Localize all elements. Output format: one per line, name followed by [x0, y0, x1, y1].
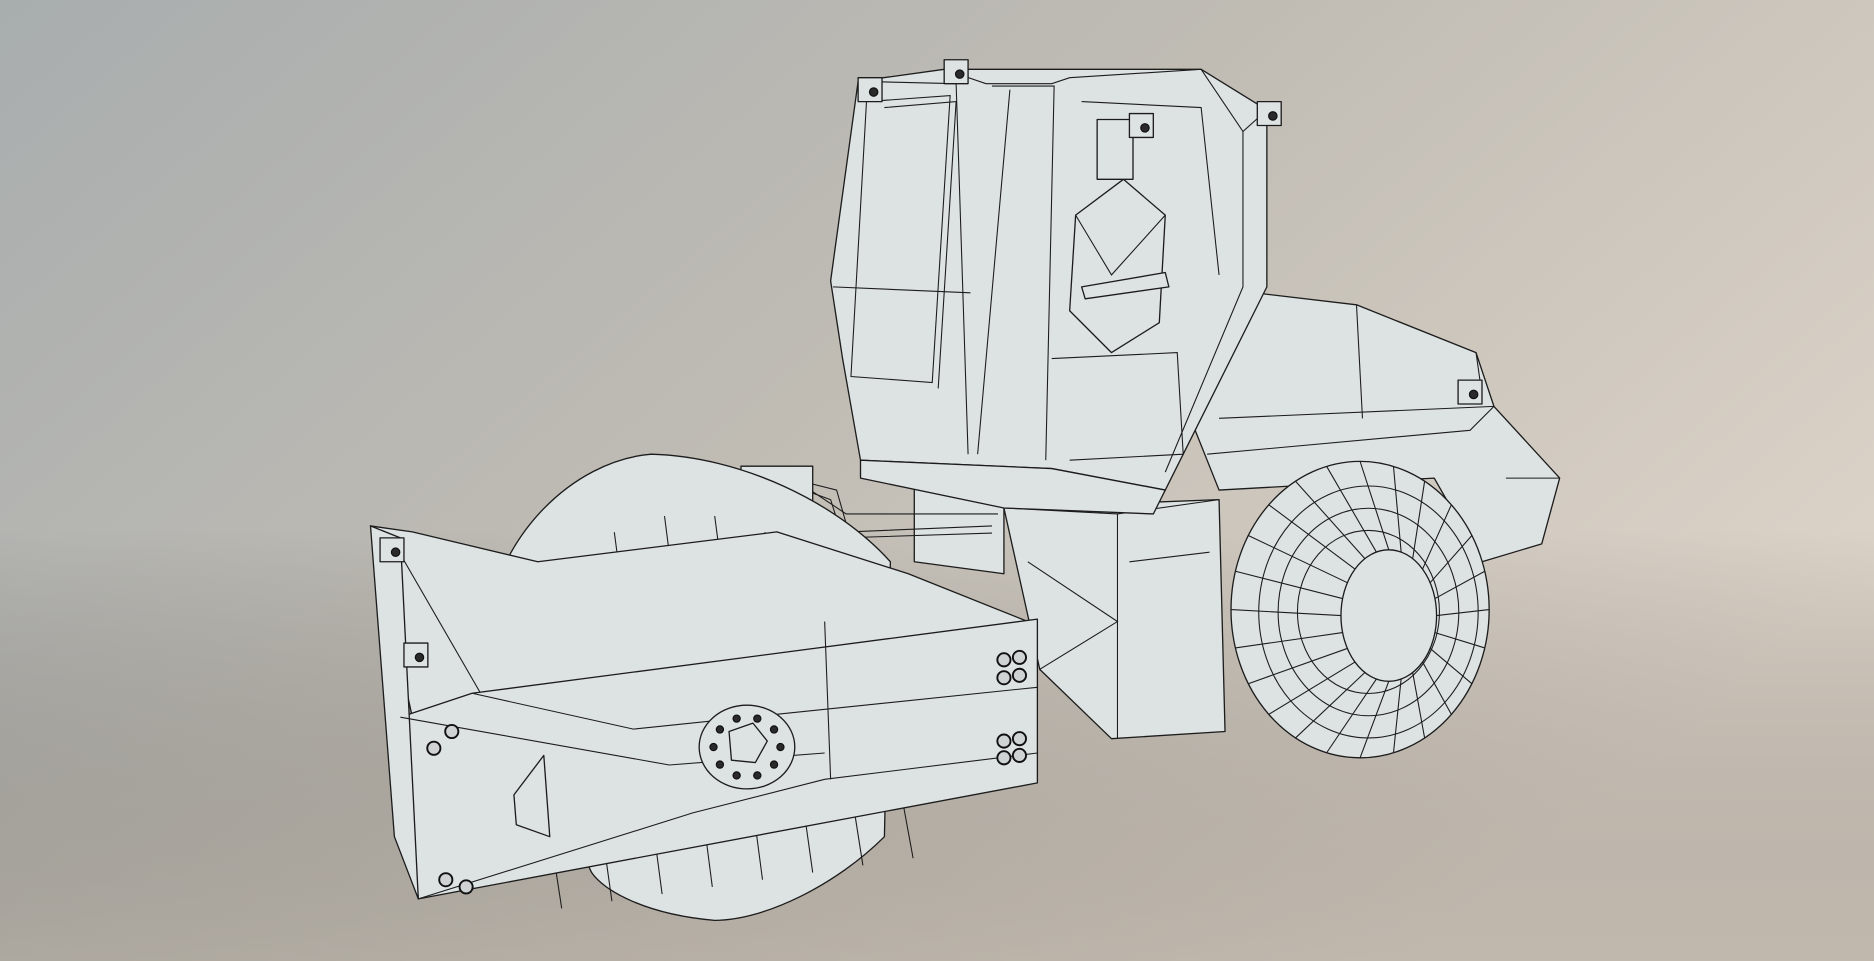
wheel-mesh-line	[1392, 466, 1402, 553]
wheel-mesh-line	[1295, 480, 1366, 559]
wheel-mesh-line	[1422, 661, 1452, 715]
hub-bolt	[753, 771, 762, 780]
mount-bolt	[390, 547, 401, 557]
wheel-mesh-line	[1412, 481, 1426, 559]
cab	[829, 68, 1268, 515]
bolt	[996, 652, 1012, 668]
rear-wheel	[1230, 460, 1490, 759]
hub-bolt	[769, 725, 779, 734]
bolt	[1011, 731, 1027, 747]
wheel-mesh-line	[1248, 534, 1348, 584]
bolt	[426, 740, 442, 756]
wheel-mesh-line	[1248, 647, 1348, 685]
bolt	[996, 733, 1012, 749]
hub-bolt	[715, 725, 725, 734]
hub-bolt	[715, 760, 725, 769]
wheel-mesh-line	[1429, 648, 1473, 685]
wheel-mesh-line	[1429, 535, 1473, 584]
bolt	[996, 670, 1012, 686]
hub-bolt	[776, 742, 785, 752]
wheel-mesh-line	[1412, 672, 1426, 739]
wheel-mesh-line	[1295, 672, 1366, 739]
wheel-mesh-line	[1434, 632, 1485, 649]
hub-bolt	[753, 714, 762, 723]
hub-bolt	[732, 714, 741, 723]
wheel-mesh-line	[1422, 504, 1452, 570]
mount-bolt	[414, 652, 425, 663]
wheel-mesh-line	[1235, 570, 1343, 600]
wheel-mesh-line	[1235, 632, 1343, 649]
wheel-mesh-line	[1326, 678, 1377, 754]
mount-bolt	[1468, 389, 1479, 400]
wheel-mesh-line	[1436, 609, 1490, 617]
mount-bolt	[1140, 123, 1150, 133]
bolt	[1011, 667, 1027, 683]
front-frame-plate	[369, 525, 1039, 900]
wheel-mesh-line	[1392, 679, 1402, 753]
bolt	[438, 872, 454, 888]
wheel-ring	[1296, 529, 1440, 695]
bolt	[1011, 747, 1027, 763]
hub-bolt	[709, 742, 718, 752]
wheel-mesh-line	[1359, 461, 1390, 550]
mount-bolt	[868, 87, 879, 97]
mount-bolt	[1268, 111, 1278, 121]
wheel-mesh-line	[1434, 570, 1486, 600]
wheel-mesh-line	[1359, 681, 1390, 758]
bolt-group	[426, 649, 1027, 895]
hub-bolt	[769, 760, 779, 769]
beacon-mounts	[379, 59, 1483, 668]
hub-bolt	[732, 771, 741, 780]
wheel-hub	[1340, 549, 1438, 682]
bolt	[996, 750, 1012, 766]
bolt	[458, 879, 474, 895]
wheel-mesh-line	[1230, 609, 1341, 617]
wheel-mesh-line	[1268, 661, 1356, 715]
wheel-mesh-line	[1268, 504, 1356, 570]
wheel-mesh-line	[1326, 466, 1377, 553]
mount-bolt	[954, 69, 965, 79]
bolt	[444, 723, 460, 740]
bolt	[1011, 649, 1027, 665]
operator-seat	[1051, 118, 1184, 461]
